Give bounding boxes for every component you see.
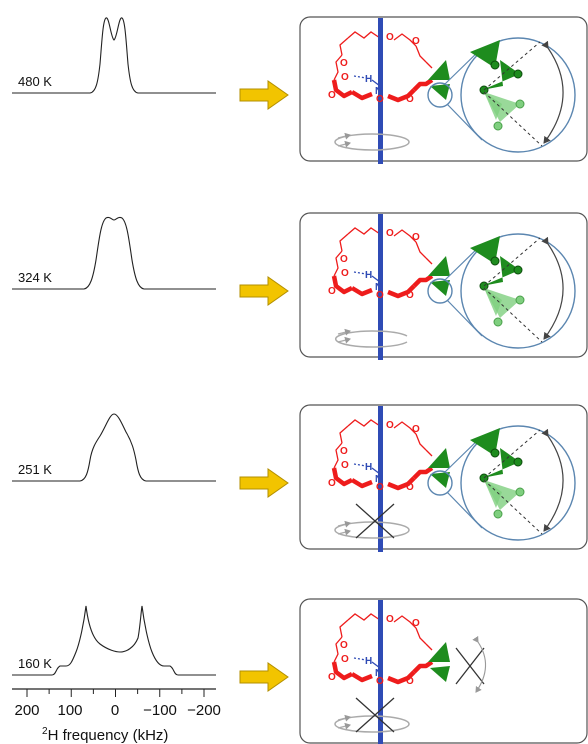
spectrum-251k: 251 K bbox=[12, 413, 216, 482]
tick-label: −200 bbox=[187, 702, 221, 719]
state-panel-2 bbox=[299, 213, 588, 360]
axis-title: 2H frequency (kHz) bbox=[42, 726, 168, 744]
temperature-label: 160 K bbox=[18, 656, 52, 671]
right-arrow-icon bbox=[239, 276, 289, 306]
tick-label: 100 bbox=[57, 702, 82, 719]
temperature-label: 251 K bbox=[18, 462, 52, 477]
right-arrow-icon bbox=[239, 468, 289, 498]
right-arrow-icon bbox=[239, 80, 289, 110]
spectrum-324k: 324 K bbox=[12, 216, 216, 290]
axis-ticks bbox=[26, 689, 205, 697]
state-panel-4 bbox=[299, 599, 588, 744]
spectrum-480k: 480 K bbox=[12, 17, 216, 94]
partial-rotation-icon bbox=[335, 328, 408, 348]
spectrum-160k: 160 K bbox=[12, 605, 216, 676]
tick-label: 0 bbox=[111, 702, 119, 719]
temperature-label: 324 K bbox=[18, 270, 52, 285]
state-panel-3 bbox=[299, 405, 588, 552]
state-panel-1 bbox=[299, 17, 588, 164]
temperature-label: 480 K bbox=[18, 74, 52, 89]
tick-label: −100 bbox=[143, 702, 177, 719]
frequency-axis: 200 100 0 −100 −200 2H frequency (kHz) bbox=[12, 688, 221, 744]
blocked-rotor-rotation-icon bbox=[455, 635, 487, 693]
tick-label: 200 bbox=[14, 702, 39, 719]
right-arrow-icon bbox=[239, 662, 289, 692]
